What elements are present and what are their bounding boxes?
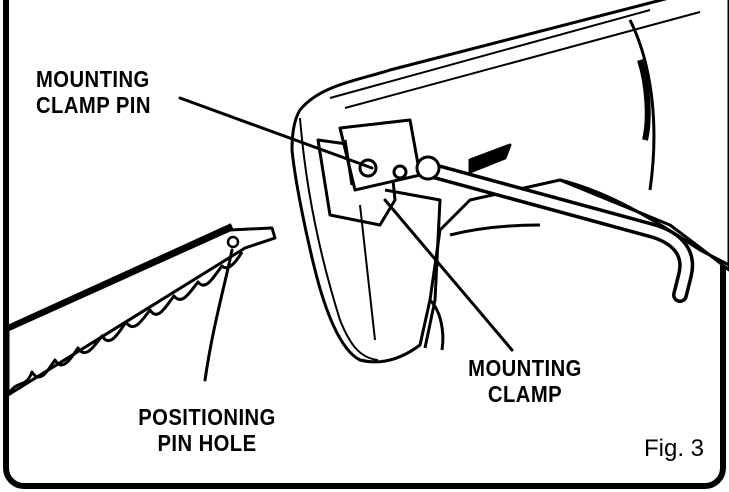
label-mounting-clamp-pin: MOUNTING CLAMP PIN	[36, 66, 151, 118]
label-mounting-clamp-line2: CLAMP	[487, 381, 563, 407]
figure-caption: Fig. 3	[644, 435, 705, 462]
label-positioning-pin-hole-line1: POSITIONING	[138, 404, 276, 430]
saw-blade	[6, 223, 277, 397]
hex-key	[415, 155, 695, 303]
label-mounting-clamp-pin-line2: CLAMP PIN	[36, 92, 151, 118]
leader-positioning-pin-hole	[203, 248, 234, 382]
label-mounting-clamp: MOUNTING CLAMP	[463, 355, 586, 407]
saw-body	[290, 0, 729, 364]
label-mounting-clamp-line1: MOUNTING	[468, 355, 582, 381]
leader-mounting-clamp-pin	[178, 96, 374, 170]
leader-lines	[178, 96, 514, 382]
leader-mounting-clamp	[383, 198, 514, 352]
label-positioning-pin-hole-line2: PIN HOLE	[157, 430, 257, 456]
label-mounting-clamp-pin-line1: MOUNTING	[36, 66, 150, 92]
label-positioning-pin-hole: POSITIONING PIN HOLE	[132, 404, 282, 456]
